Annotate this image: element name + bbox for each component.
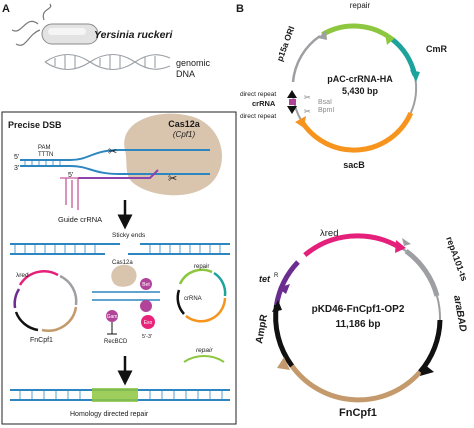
mini-cas12a <box>111 264 137 287</box>
plasmid1-sacb-arrowhead <box>295 116 306 128</box>
plasmid1-ori-label: p15a ORI <box>274 25 296 63</box>
mini-cas12a-label: Cas12a <box>112 260 133 266</box>
pam-seq: TTTN <box>38 152 53 158</box>
gam-label: Gam <box>107 314 118 320</box>
plasmid2-tet-arrowhead <box>278 284 290 294</box>
plasmid2-arabad-label: araBAD <box>451 295 468 333</box>
dna-rungs <box>24 160 61 166</box>
crrna-cassette-marker <box>289 99 296 105</box>
sticky-end-dna-right <box>128 243 230 255</box>
plasmid1-ori-arc <box>291 34 321 83</box>
exo-direction: 5'-3' <box>142 334 152 340</box>
plasmid2-fncpf1-label: FnCpf1 <box>339 407 377 419</box>
mini-plasmid-crrna <box>176 268 227 323</box>
plasmid2-ampr-label: AmpR <box>254 313 270 345</box>
plasmid2-lambda-red-arc <box>303 233 400 258</box>
direct-repeat-bottom-marker <box>287 106 297 114</box>
mini-dna-center <box>92 291 160 301</box>
strand-5-top: 5' <box>14 154 19 161</box>
direct-repeat-bottom-label: direct repeat <box>240 113 276 120</box>
panel-a-label: A <box>2 3 10 15</box>
bsai-label: BsaI <box>318 99 332 106</box>
direct-repeat-top-marker <box>287 90 297 98</box>
mini-lambda-label: λred <box>16 272 29 279</box>
repaired-dna-rungs <box>19 390 223 400</box>
plasmid2-name: pKD46-FnCpf1-OP2 <box>312 304 405 315</box>
plasmid1-cmr-arc <box>390 37 418 76</box>
plasmid1-backbone-right <box>409 74 418 114</box>
repair-template-strand <box>183 355 225 363</box>
guide-crrna-label: Guide crRNA <box>58 215 102 224</box>
plasmid2-tet-label: tet <box>259 274 271 284</box>
hdr-label: Homology directed repair <box>70 411 149 418</box>
bet-protein <box>140 278 152 290</box>
plasmid2-repa-label: repA101-ts <box>444 235 469 282</box>
pam-label: PAM <box>38 145 51 151</box>
guide-crrna-hairpin <box>60 177 79 210</box>
sticky-ends-label: Sticky ends <box>112 232 146 239</box>
plasmid1-ori-arrowhead <box>318 30 327 40</box>
plasmid2-size: 11,186 bp <box>335 319 380 330</box>
strand-5-low: 5' <box>68 172 73 179</box>
repaired-dna <box>10 388 230 402</box>
cas12a-label: Cas12a <box>168 119 201 129</box>
plasmid2-repa-arrowhead <box>402 238 411 246</box>
sticky-end-rungs <box>14 244 221 254</box>
organism-name: Yersinia ruckeri <box>94 29 173 41</box>
mini-fncpf1-label: FnCpf1 <box>30 337 53 344</box>
plasmid1-crrna-label: crRNA <box>252 99 276 108</box>
dna-helix-icon <box>44 53 171 71</box>
strand-3-top: 3' <box>14 165 19 172</box>
plasmid1-name: pAC-crRNA-HA <box>327 74 393 84</box>
direct-repeat-top-label: direct repeat <box>240 91 276 98</box>
plasmid2-tet-sup: R <box>274 273 279 279</box>
bpmi-label: BpmI <box>318 107 334 114</box>
plasmid1-cmr-arrowhead <box>410 70 420 82</box>
repair-template-label: repair <box>196 347 213 354</box>
mini-repair-plasmid-label: repair <box>194 264 209 270</box>
plasmid1-sacb-label: sacB <box>343 160 365 170</box>
plasmid2-lambda-label: λred <box>320 228 338 239</box>
plasmid1-repair-arc <box>321 23 394 42</box>
plasmid2-ampr-arrowhead <box>272 300 282 312</box>
bacterium-icon <box>11 3 99 46</box>
scissors-icon: ✂ <box>108 146 117 158</box>
gam-protein <box>106 310 118 322</box>
panel-b-label: B <box>236 3 244 15</box>
dna-label-1: genomic <box>176 58 211 68</box>
plasmid2-ampr-arc <box>273 304 295 368</box>
plasmid1-size: 5,430 bp <box>342 86 379 96</box>
bet-protein-2 <box>140 300 152 312</box>
exo-protein <box>141 315 155 329</box>
plasmid1-repair-label: repair <box>350 1 371 10</box>
bpmi-scissors-icon: ✂ <box>304 107 311 116</box>
plasmid1-repair-arrowhead <box>385 34 395 45</box>
mini-crrna-label: crRNA <box>184 296 202 302</box>
dna-label-2: DNA <box>176 69 195 79</box>
plasmid2-tet-arc <box>274 260 300 306</box>
cpf1-label: (Cpf1) <box>173 130 196 139</box>
target-dna <box>20 149 210 175</box>
plasmid2-fncpf1-arc <box>289 364 422 403</box>
plasmid1-sacb-arc <box>299 111 414 153</box>
plasmid2-arabad-arc <box>418 319 443 374</box>
recbcd-label: RecBCD <box>104 339 128 345</box>
plasmid1-cmr-label: CmR <box>426 44 448 54</box>
crrna-spacer <box>78 169 159 179</box>
bet-label: Bet <box>142 282 150 288</box>
plasmid2-lambda-arrowhead <box>395 240 406 253</box>
plasmid2-arabad-arrowhead <box>420 364 434 376</box>
plasmid2-map <box>273 233 443 403</box>
plasmid2-repa-arc <box>404 248 440 297</box>
bsai-scissors-icon: ✂ <box>304 93 311 102</box>
plasmid2-fncpf1-arrowhead <box>277 357 290 370</box>
mini-plasmid-pkd46 <box>13 270 78 332</box>
precise-dsb-title: Precise DSB <box>8 120 62 130</box>
scissors-icon-2: ✂ <box>168 173 177 185</box>
exo-label: Exo <box>144 320 153 326</box>
plasmid2-backbone-right <box>436 295 442 321</box>
